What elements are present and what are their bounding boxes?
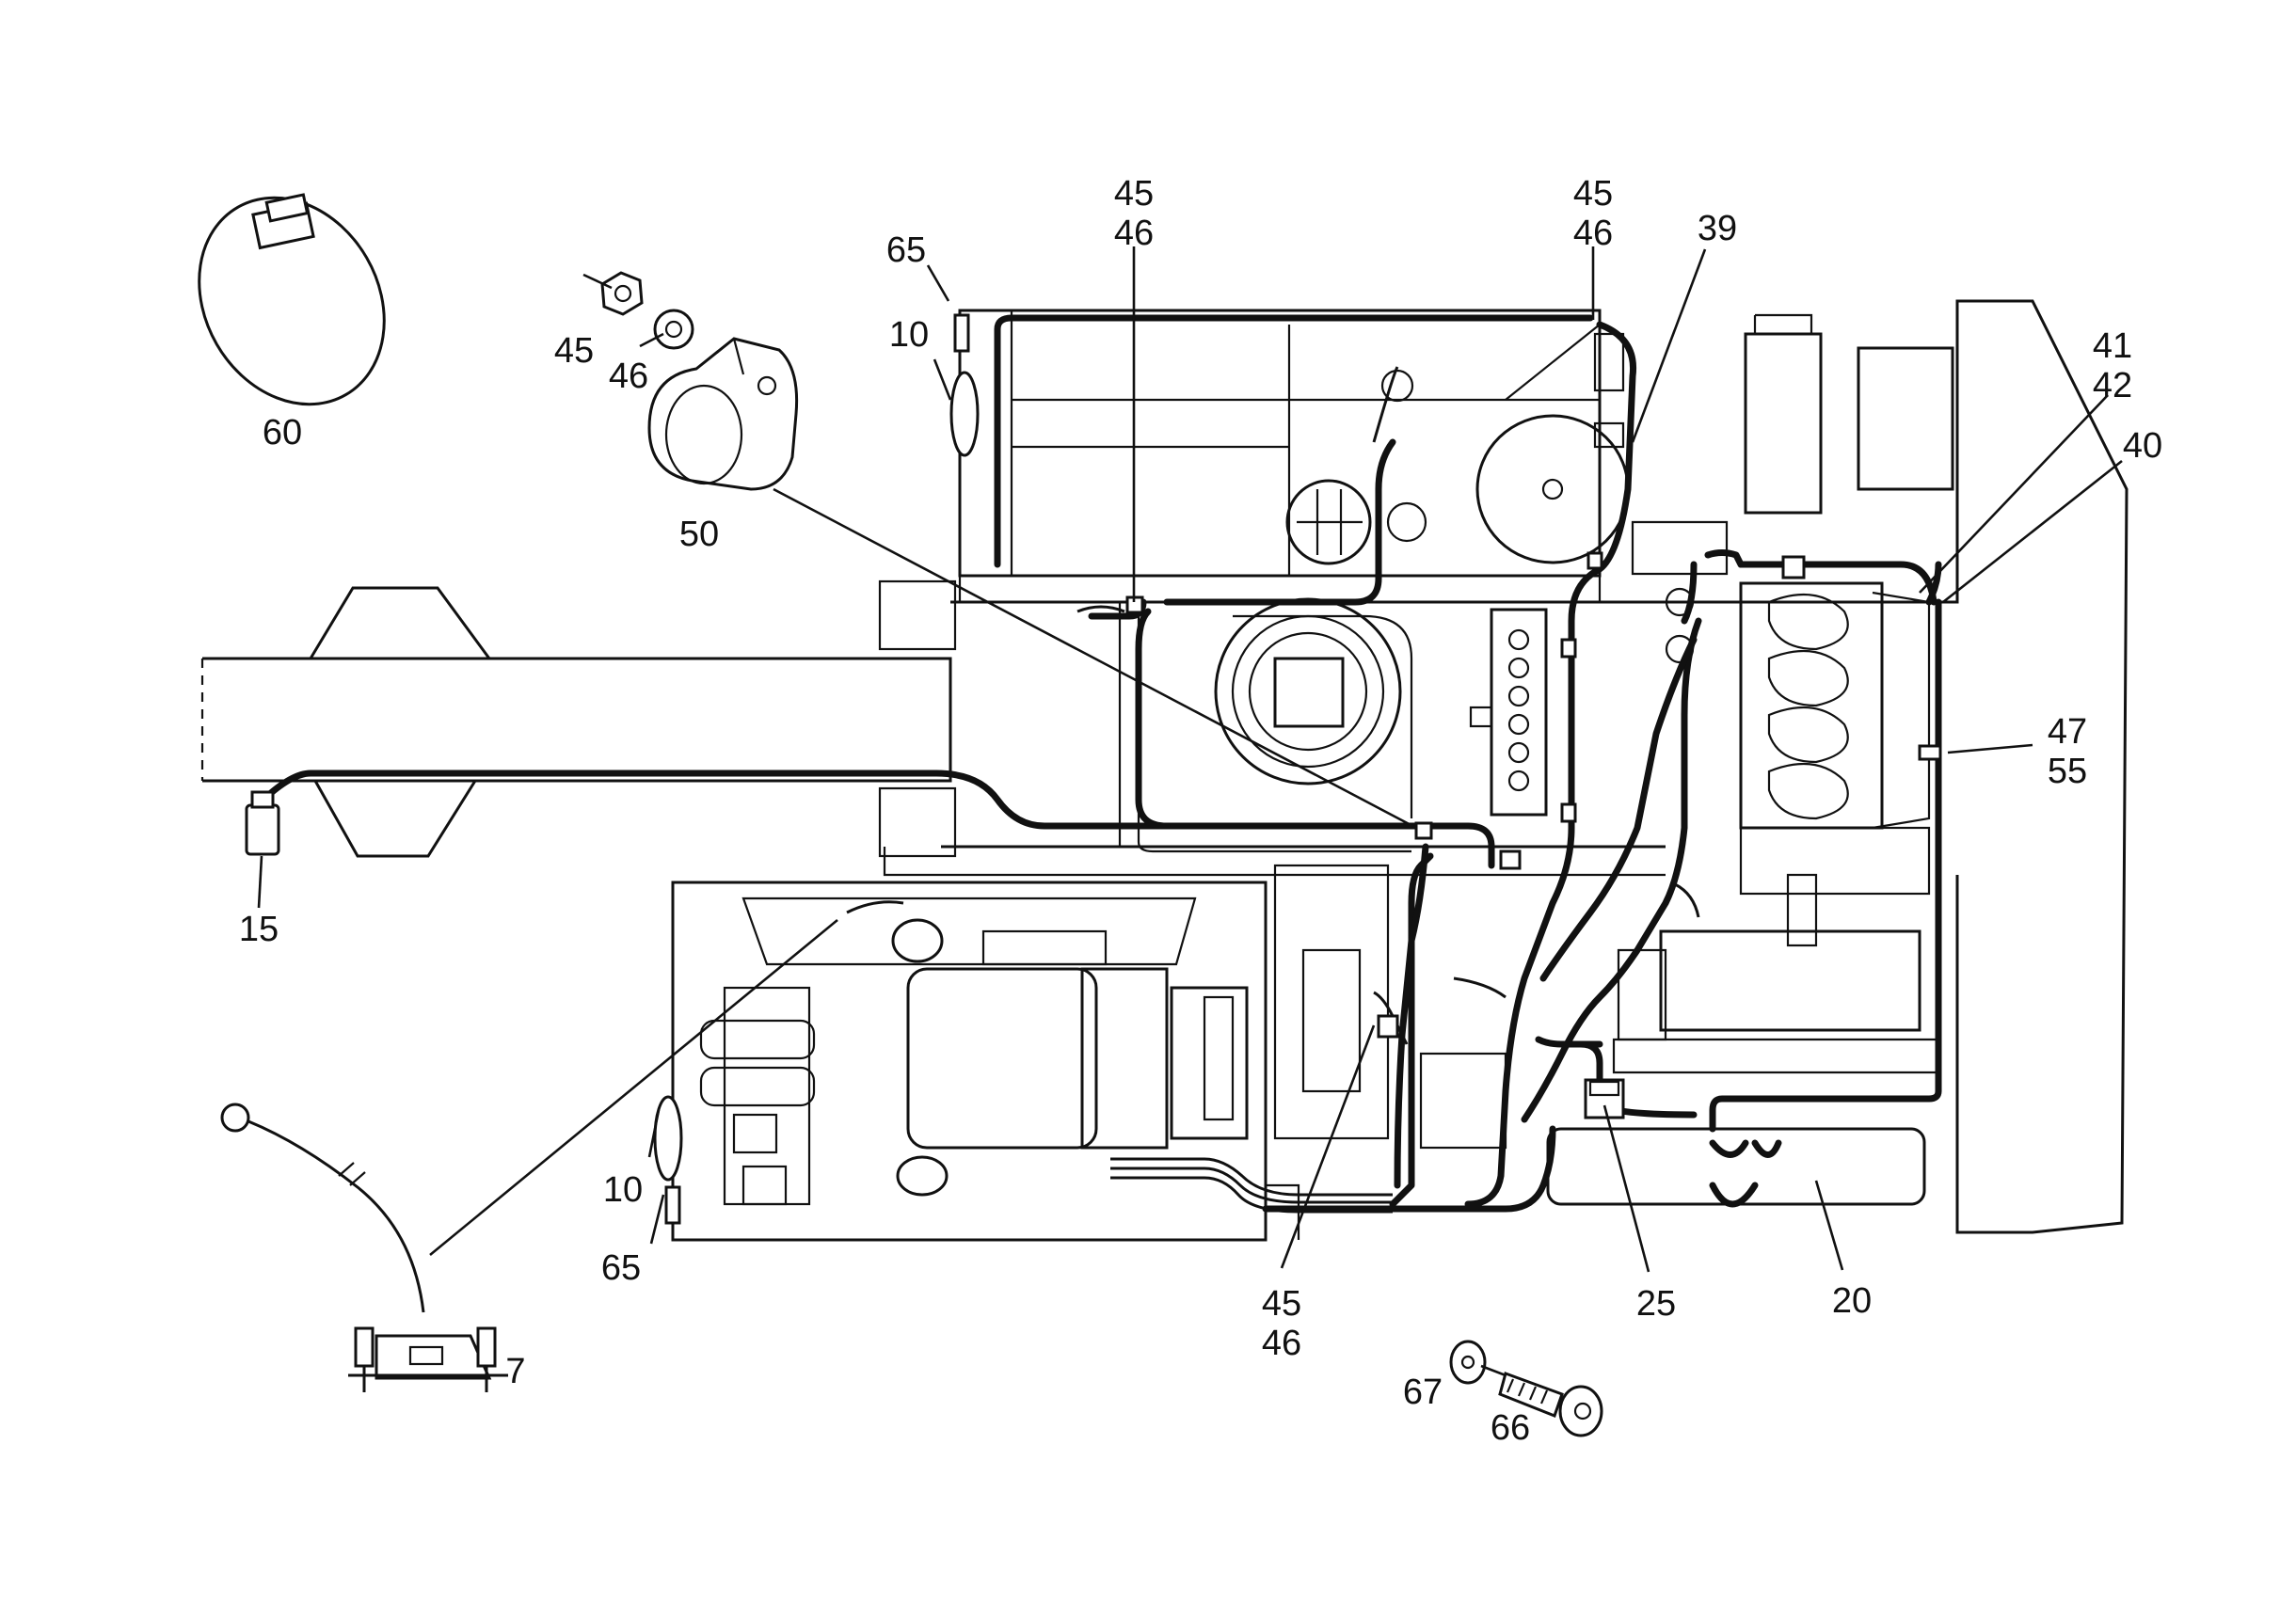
callout-60: 60 <box>263 413 302 452</box>
leader-lines <box>257 246 2123 1377</box>
callout-39: 39 <box>1698 209 1737 248</box>
callout-50: 50 <box>679 515 719 554</box>
callout-10-top: 10 <box>889 315 929 355</box>
callout-40: 40 <box>2123 426 2162 466</box>
machine-frame <box>200 299 2129 1234</box>
callout-7: 7 <box>505 1352 525 1391</box>
engine-assembly <box>1612 313 1954 1074</box>
callout-45-nut: 45 <box>554 331 594 371</box>
callout-67: 67 <box>1403 1373 1443 1412</box>
control-panel <box>1469 608 1548 817</box>
cable-terminal-part <box>220 1103 508 1392</box>
callout-46-washer: 46 <box>609 357 648 396</box>
hose-clamp-part <box>198 193 386 406</box>
wiring-harness <box>245 314 1942 1214</box>
callout-65-top: 65 <box>886 230 926 270</box>
operator-cab <box>653 864 1926 1242</box>
callout-66: 66 <box>1491 1408 1530 1448</box>
callout-65-bottom: 65 <box>601 1248 641 1288</box>
nut-washer-bracket-part <box>600 271 799 491</box>
callout-20: 20 <box>1832 1281 1872 1321</box>
screw-washer-part <box>1449 1340 1603 1437</box>
callout-10-bottom: 10 <box>603 1170 643 1210</box>
callout-15: 15 <box>239 910 279 949</box>
callout-25: 25 <box>1636 1284 1676 1324</box>
top-tank-assembly <box>949 309 1630 604</box>
